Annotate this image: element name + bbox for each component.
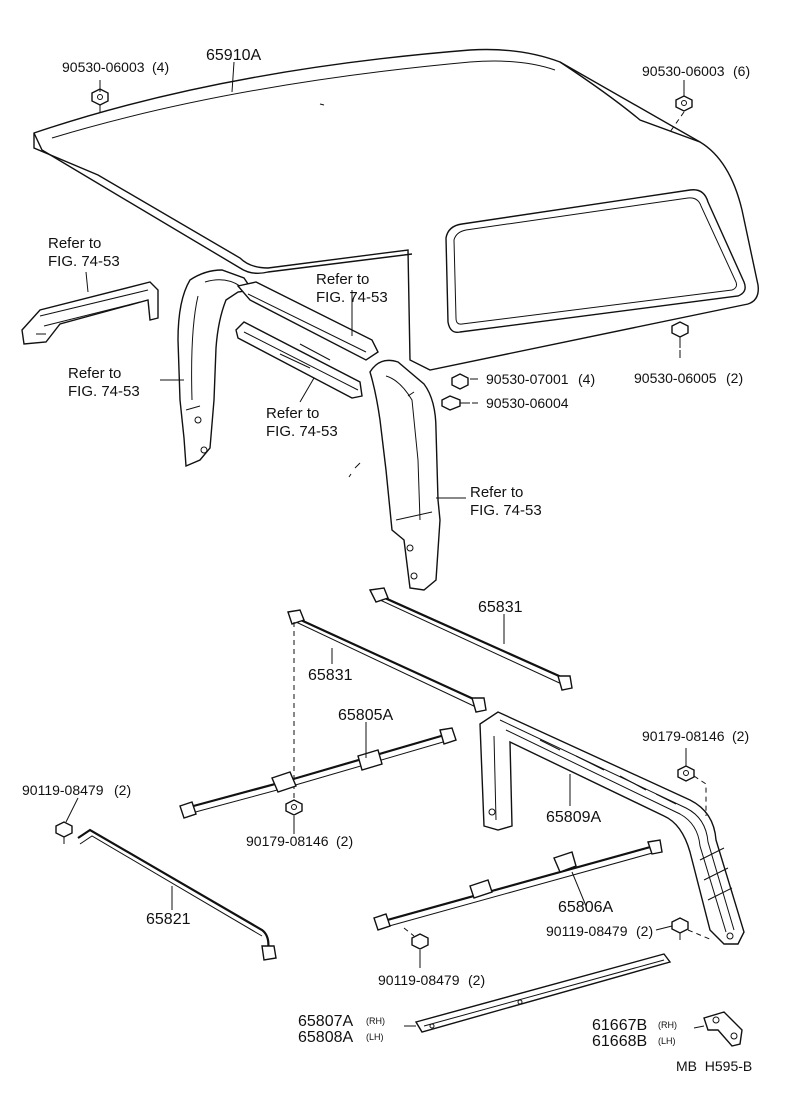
ref2-line1: Refer to (316, 271, 369, 288)
leader-dashed-lower-right (687, 929, 713, 941)
label-bar-lower: 65806A (558, 899, 613, 916)
ref4-line1: Refer to (266, 405, 319, 422)
label-bolt-top-left: 90530-06003 (62, 59, 145, 75)
ref2-line2: FIG. 74-53 (316, 289, 388, 306)
label-frame-rear: 65809A (546, 809, 601, 826)
frame-rear[interactable] (479, 711, 745, 945)
label-bow-lower: 65831 (308, 667, 353, 684)
bow-upper[interactable] (368, 587, 573, 691)
ref3-line2: FIG. 74-53 (68, 383, 140, 400)
bolt-left-icon[interactable] (55, 821, 73, 844)
label-bracket-rh-side: (RH) (658, 1020, 677, 1030)
label-bolt-right-mid-qty: (2) (726, 370, 743, 386)
label-rod-left: 65821 (146, 911, 191, 928)
bolt-lower-right-icon[interactable] (671, 917, 689, 940)
bow-lower[interactable] (287, 609, 487, 713)
bolt-center-a-icon[interactable] (451, 373, 469, 390)
label-bolt-left-qty: (2) (114, 782, 131, 798)
nut-center-icon[interactable] (285, 799, 303, 816)
label-bolt-top-right-qty: (6) (733, 63, 750, 79)
ref5-line1: Refer to (470, 484, 523, 501)
leader-lines (65, 61, 705, 1029)
label-bolt-top-left-qty: (4) (152, 59, 169, 75)
drawing-code: MB H595-B (676, 1058, 752, 1074)
label-top-shell: 65910A (206, 47, 261, 64)
bolt-top-left-icon[interactable] (91, 88, 109, 112)
ref3-line1: Refer to (68, 365, 121, 382)
ref4-line2: FIG. 74-53 (266, 423, 338, 440)
label-bolt-left: 90119-08479 (22, 782, 104, 798)
label-nut-center: 90179-08146 (246, 833, 329, 849)
bolt-bottom-icon[interactable] (411, 933, 429, 950)
rail-left-ref[interactable] (21, 281, 159, 345)
label-bolt-center-a: 90530-07001 (486, 371, 569, 387)
label-bolt-bottom: 90119-08479 (378, 972, 460, 988)
bar-center[interactable] (179, 727, 457, 819)
leader-dashed-right (693, 775, 707, 816)
header-panel-ref[interactable] (235, 281, 379, 399)
label-bracket-lh: 61668B (592, 1033, 647, 1050)
nut-right-icon[interactable] (677, 765, 695, 782)
label-bolt-bottom-qty: (2) (468, 972, 485, 988)
ref5-line2: FIG. 74-53 (470, 502, 542, 519)
label-bracket-rh: 61667B (592, 1017, 647, 1034)
ref1-line2: FIG. 74-53 (48, 253, 120, 270)
label-bolt-center-a-qty: (4) (578, 371, 595, 387)
label-bar-center: 65805A (338, 707, 393, 724)
label-bolt-lower-right: 90119-08479 (546, 923, 628, 939)
label-bow-upper: 65831 (478, 599, 523, 616)
label-bolt-top-right: 90530-06003 (642, 63, 725, 79)
pillar-left[interactable] (177, 269, 254, 468)
label-rail-rh: 65807A (298, 1013, 353, 1030)
label-rail-rh-side: (RH) (366, 1016, 385, 1026)
bolt-right-mid-icon[interactable] (671, 321, 689, 348)
label-bracket-lh-side: (LH) (658, 1036, 676, 1046)
leader-dashed-top-right (669, 111, 685, 133)
bolt-top-right-icon[interactable] (675, 95, 693, 112)
bar-lower[interactable] (373, 839, 663, 931)
label-nut-center-qty: (2) (336, 833, 353, 849)
rod-left[interactable] (77, 828, 277, 961)
rail-lower[interactable] (414, 953, 672, 1033)
pillar-right[interactable] (369, 359, 441, 591)
label-bolt-right-mid: 90530-06005 (634, 370, 717, 386)
ref1-line1: Refer to (48, 235, 101, 252)
leader-dashed-bottom (403, 927, 415, 937)
label-rail-lh-side: (LH) (366, 1032, 384, 1042)
top-shell[interactable] (33, 48, 759, 478)
label-rail-lh: 65808A (298, 1029, 353, 1046)
label-bolt-center-b: 90530-06004 (486, 395, 569, 411)
bracket[interactable] (703, 1011, 743, 1047)
label-nut-right: 90179-08146 (642, 728, 725, 744)
bolt-center-b-icon[interactable] (441, 395, 470, 411)
label-nut-right-qty: (2) (732, 728, 749, 744)
label-bolt-lower-right-qty: (2) (636, 923, 653, 939)
